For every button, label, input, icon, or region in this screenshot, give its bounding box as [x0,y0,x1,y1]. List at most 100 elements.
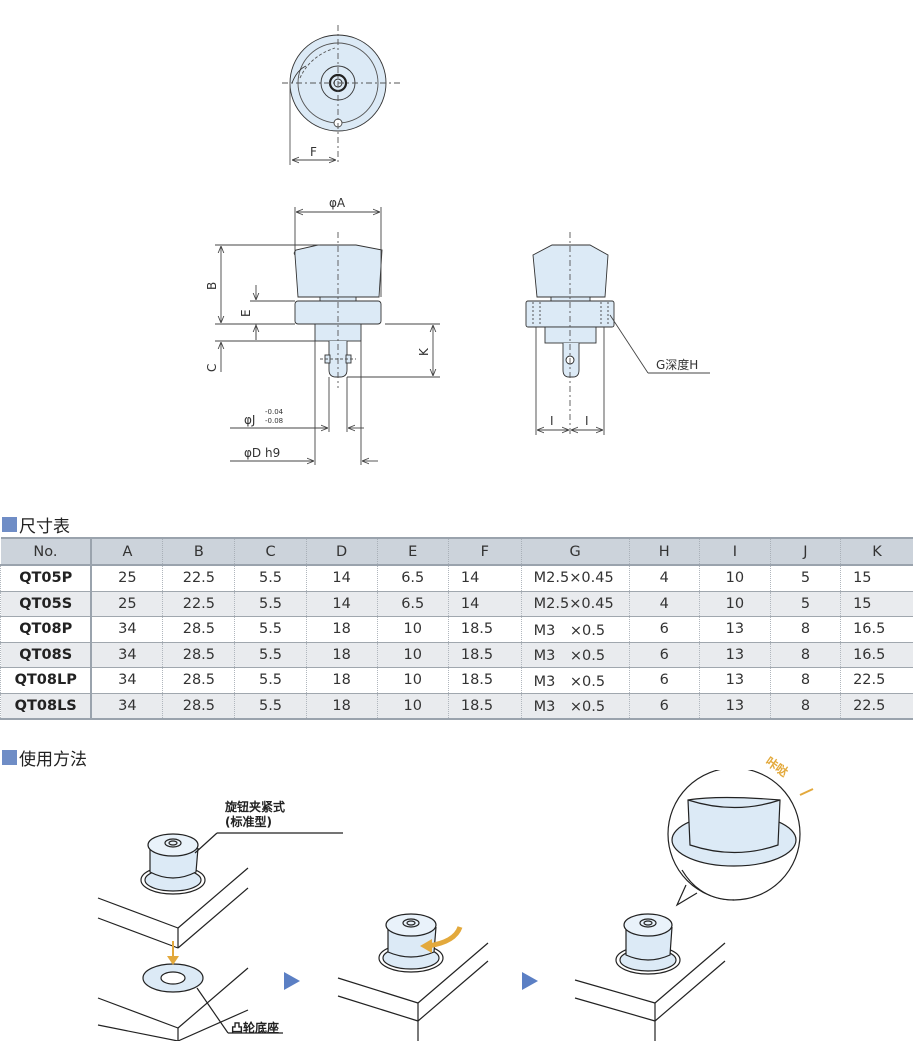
technical-drawing: F [205,25,710,465]
column-header-j: J [769,537,841,566]
step1-cam-base [97,963,283,1041]
dimension-cell-g: M2.5×0.45 [520,565,630,592]
dimension-cell-h: 6 [628,642,700,668]
model-number-cell: QT08LS [0,693,93,720]
dimension-cell-j: 5 [769,591,841,617]
dimension-cell-e: 6.5 [376,591,449,617]
dimension-table-heading: 尺寸表 [2,512,70,537]
dimension-cell-k: 15 [840,565,913,592]
dimension-cell-c: 5.5 [234,591,307,617]
dimension-cell-d: 14 [305,591,378,617]
dimension-cell-j: 8 [769,642,841,668]
dimension-cell-d: 18 [305,667,378,694]
step2-rotate [337,913,489,1041]
column-header-e: E [376,537,449,566]
dimension-cell-f: 18.5 [447,642,522,668]
model-number-cell: QT08S [0,642,93,668]
step-arrow-icon [522,972,538,990]
column-header-h: H [628,537,700,566]
dim-b-label: B [205,282,219,290]
dimension-cell-i: 13 [698,693,771,720]
dim-a-label: φA [329,196,346,210]
dimension-cell-j: 8 [769,667,841,694]
dimension-cell-b: 28.5 [162,616,235,643]
dimension-cell-h: 6 [628,667,700,694]
rotate-arrowhead-icon [420,939,432,953]
dimension-cell-h: 4 [628,565,700,592]
dimension-cell-k: 22.5 [840,667,913,694]
dimension-cell-d: 18 [305,642,378,668]
usage-title: 使用方法 [19,750,87,770]
dimension-cell-k: 15 [840,591,913,617]
model-number-cell: QT08LP [0,667,93,694]
column-header-g: G [520,537,630,566]
dimension-cell-d: 18 [305,616,378,643]
step1-upper-plate [97,832,343,949]
dimension-cell-e: 10 [376,642,449,668]
dimension-cell-b: 28.5 [162,693,235,720]
usage-illustration [97,770,814,1041]
dim-c-label: C [205,364,219,372]
dim-d-label: φD h9 [244,446,280,460]
dim-g-label: G深度H [656,357,698,372]
knob-label-line2: (标准型) [225,815,272,829]
dimension-cell-f: 18.5 [447,667,522,694]
model-number-cell: QT05S [0,591,93,617]
dimension-cell-h: 6 [628,693,700,720]
dimension-cell-k: 22.5 [840,693,913,720]
dimension-cell-a: 25 [90,591,163,617]
dimension-cell-d: 14 [305,565,378,592]
dimension-cell-i: 10 [698,591,771,617]
dimension-cell-a: 34 [90,616,163,643]
dimension-table-title: 尺寸表 [19,517,70,537]
dimension-cell-b: 22.5 [162,591,235,617]
knob-label: 旋钮夹紧式 (标准型) [225,800,285,830]
dim-k-label: K [417,347,431,356]
dimension-cell-i: 13 [698,667,771,694]
dimension-cell-d: 18 [305,693,378,720]
usage-heading: 使用方法 [2,745,87,770]
dim-j-label: φJ [244,413,255,427]
side-view [525,232,710,435]
heading-square-icon [2,750,17,765]
dimension-cell-g: M3 ×0.5 [520,616,630,643]
dimension-cell-h: 6 [628,616,700,643]
model-number-cell: QT08P [0,616,93,643]
dim-e-label: E [239,309,253,317]
dimension-cell-c: 5.5 [234,616,307,643]
cam-base-label: 凸轮底座 [231,1021,280,1035]
dimension-cell-g: M3 ×0.5 [520,693,630,720]
dimension-cell-i: 10 [698,565,771,592]
dimension-cell-g: M3 ×0.5 [520,642,630,668]
dimension-cell-f: 18.5 [447,693,522,720]
dimension-cell-j: 8 [769,693,841,720]
column-header-a: A [90,537,163,566]
dimension-cell-k: 16.5 [840,616,913,643]
heading-square-icon [2,517,17,532]
dimension-cell-a: 25 [90,565,163,592]
dimension-cell-a: 34 [90,642,163,668]
front-view [215,207,440,465]
model-number-cell: QT05P [0,565,93,592]
knob-label-line1: 旋钮夹紧式 [225,800,286,814]
dimension-cell-c: 5.5 [234,693,307,720]
dim-j-tol-lower: -0.08 [265,417,283,425]
dimension-cell-c: 5.5 [234,667,307,694]
click-marks-icon [799,788,814,796]
dimension-cell-f: 18.5 [447,616,522,643]
column-header-no: No. [0,537,93,566]
dimension-cell-g: M3 ×0.5 [520,667,630,694]
step3-locked [574,770,801,1041]
dim-f-label: F [310,145,317,159]
dimension-cell-c: 5.5 [234,565,307,592]
drop-arrowhead-icon [167,956,179,965]
dimension-cell-i: 13 [698,642,771,668]
column-header-f: F [447,537,522,566]
dimension-cell-g: M2.5×0.45 [520,591,630,617]
dimension-cell-e: 10 [376,616,449,643]
dim-i-left-label: I [550,414,554,428]
